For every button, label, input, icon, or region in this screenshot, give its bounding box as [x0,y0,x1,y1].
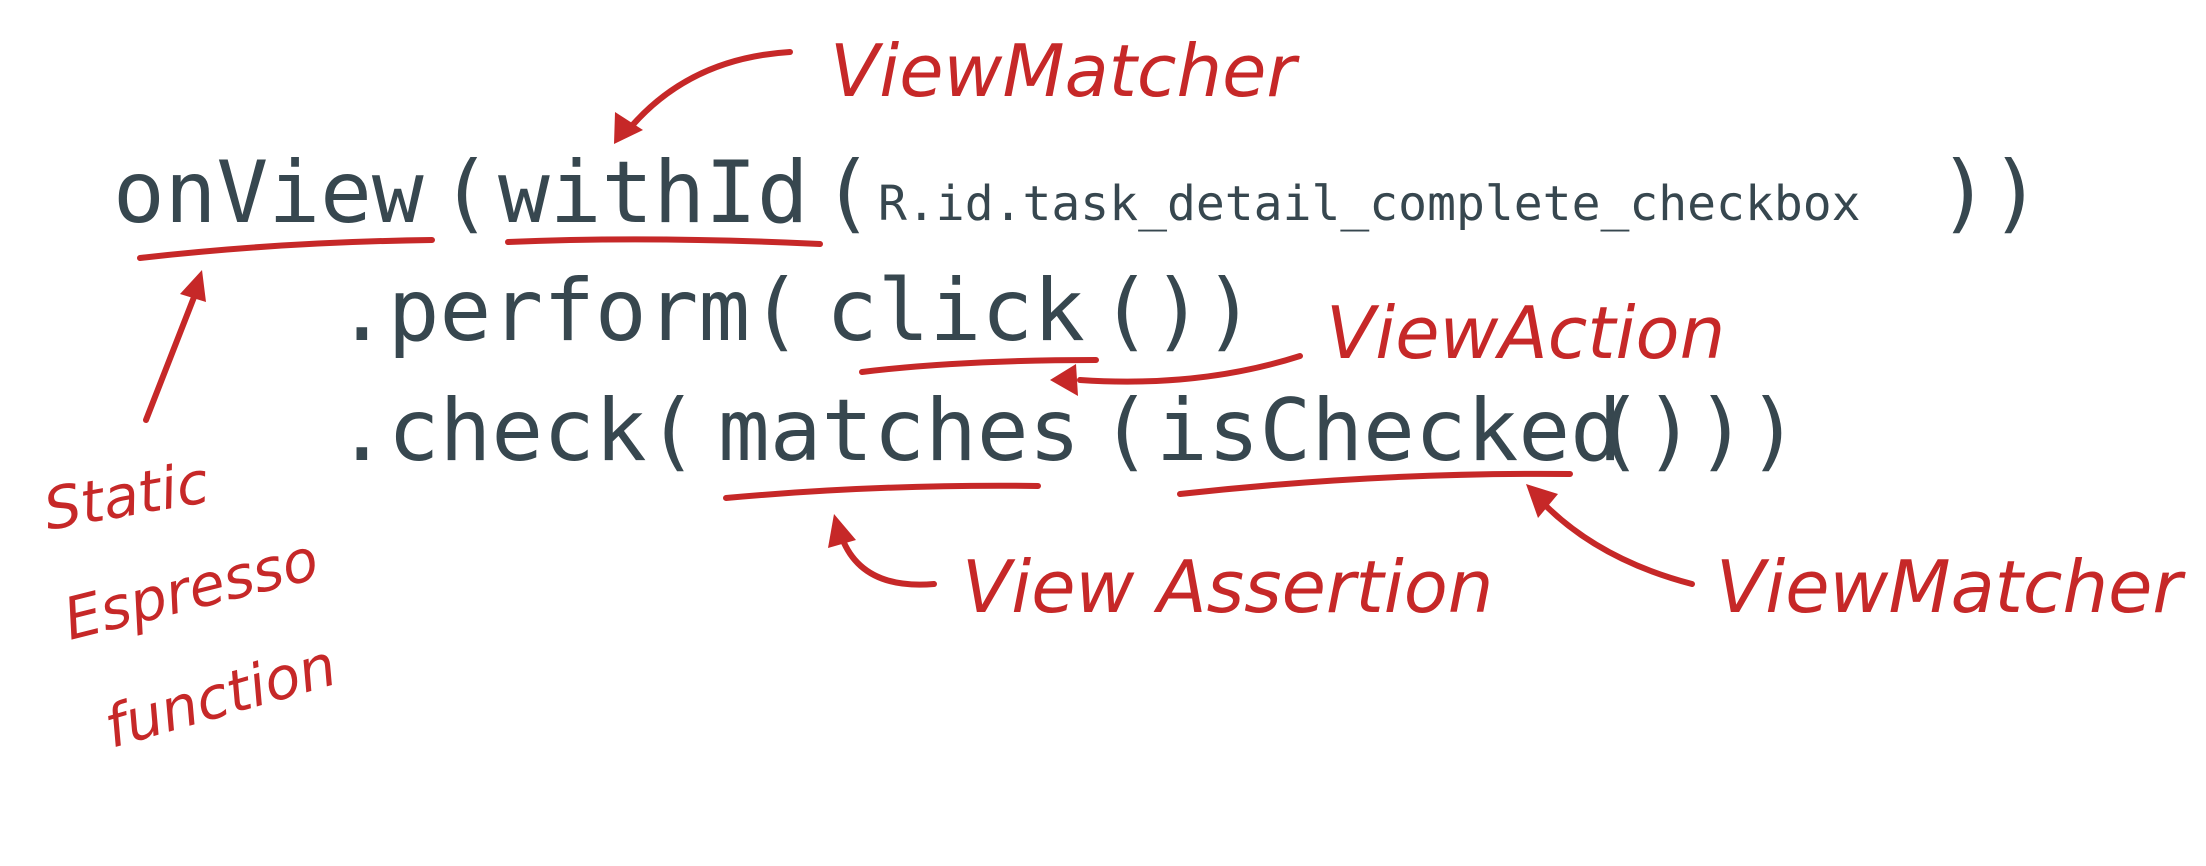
arrow-view-assertion [839,535,937,588]
underline-with-id [505,236,823,247]
code-matches: matches [718,381,1080,481]
arrow-view-action [1077,353,1303,385]
code-check: .check( [336,381,698,481]
code-with-id: withId [498,143,809,243]
underline-click [859,357,1099,375]
underline-is-checked [1177,470,1573,497]
code-paren-open-1: ( [440,143,492,243]
label-static-espresso-function: Static Espresso function [39,448,344,761]
code-on-view: onView [113,143,424,243]
arrow-static-function [143,289,199,423]
code-resource-id: R.id.task_detail_complete_checkbox [878,176,1861,232]
code-paren-close-1: )) [1938,143,2042,243]
arrowhead-view-action [1050,364,1078,396]
arrowhead-view-matcher-top [614,112,643,144]
code-perform: .perform( [336,261,802,361]
label-view-assertion: View Assertion [962,545,1493,629]
arrowhead-view-matcher-bottom [1526,484,1558,518]
code-click-rest: ()) [1100,261,1255,361]
arrow-view-matcher-top [627,49,793,131]
label-view-matcher-bottom: ViewMatcher [1716,545,2186,629]
code-paren-open-2: ( [822,143,874,243]
label-static-line-1: Static [39,448,214,544]
label-view-action: ViewAction [1326,291,1725,375]
arrowhead-static-function [180,270,206,302]
underline-matches [723,482,1041,501]
label-static-line-3: function [97,631,344,762]
code-paren-open-3: ( [1100,381,1152,481]
label-static-line-2: Espresso [57,525,325,654]
label-view-matcher-top: ViewMatcher [830,29,1300,113]
arrow-view-matcher-bottom [1541,501,1695,587]
code-click: click [826,261,1085,361]
arrowhead-view-assertion [828,514,856,548]
code-is-checked-rest: ())) [1592,381,1799,481]
underline-on-view [137,237,435,261]
code-is-checked: isChecked [1156,381,1622,481]
